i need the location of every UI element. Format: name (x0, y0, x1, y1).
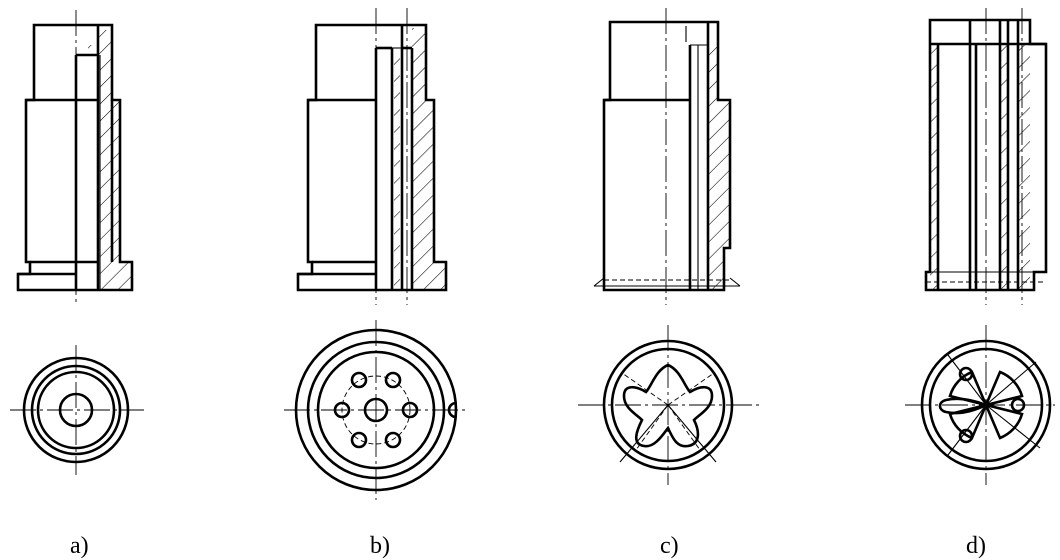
part-b-front-view (296, 8, 448, 305)
part-c-top-view (578, 325, 760, 485)
part-d-front-view (924, 8, 1048, 305)
label-b: b) (370, 533, 390, 559)
part-d-top-view (905, 325, 1055, 485)
label-a: a) (70, 533, 89, 559)
label-d: d) (966, 533, 986, 559)
part-a-top-view (10, 345, 144, 475)
part-b-top-view (284, 320, 466, 500)
label-c: c) (660, 533, 679, 559)
part-c-front-view (593, 8, 741, 305)
part-a-front-view (16, 10, 134, 305)
